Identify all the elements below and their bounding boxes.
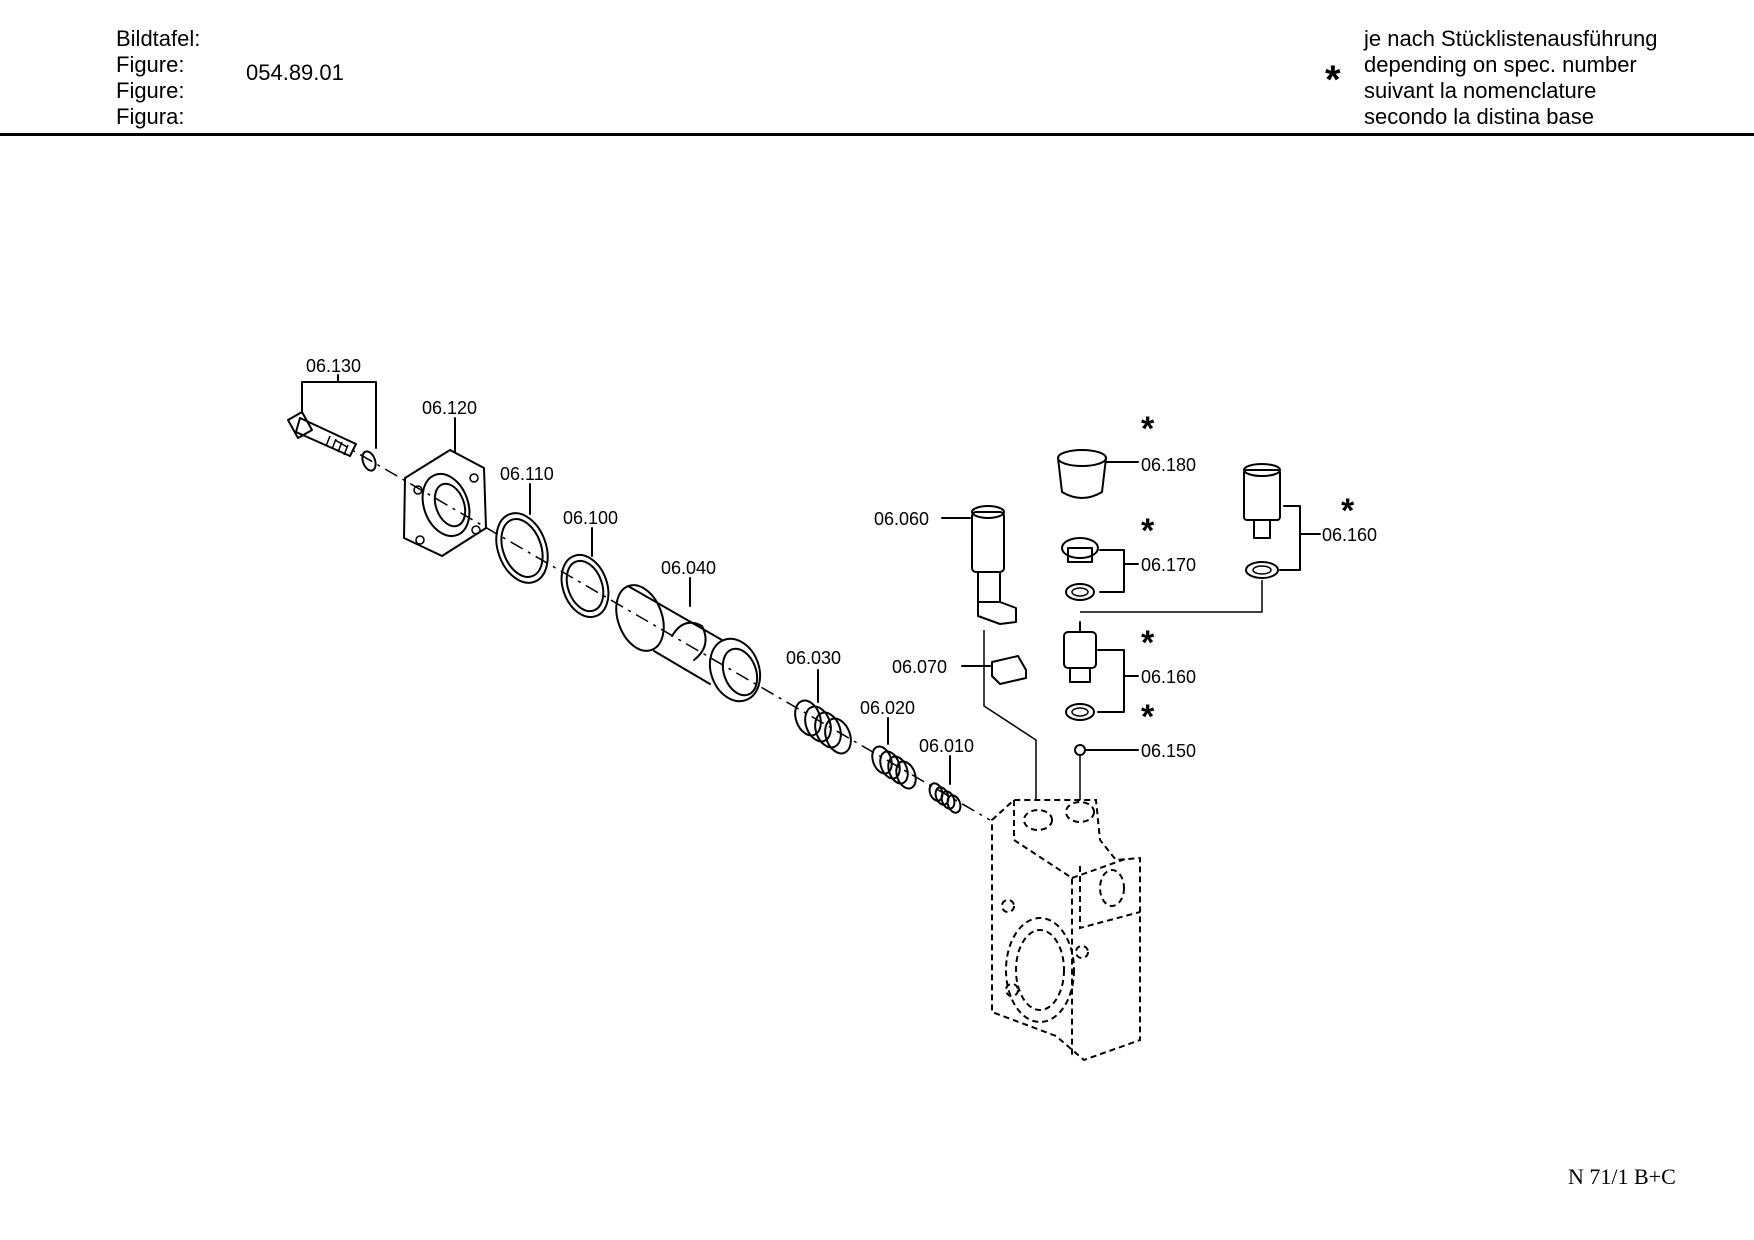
callout-06170: 06.170 xyxy=(1141,555,1196,575)
ball-06150-part xyxy=(1074,744,1086,756)
star-06170-icon: * xyxy=(1141,512,1155,550)
assembly-line-06160-right xyxy=(1080,580,1263,613)
callout-06020: 06.020 xyxy=(860,698,915,718)
callout-06060: 06.060 xyxy=(874,509,929,529)
note-line-en: depending on spec. number xyxy=(1364,52,1637,77)
plug-06170-part xyxy=(1061,537,1099,601)
callout-06130: 06.130 xyxy=(306,356,361,376)
valve-housing-part xyxy=(991,799,1141,1062)
o-ring-06100 xyxy=(560,554,610,618)
callout-06030: 06.030 xyxy=(786,648,841,668)
note-line-it: secondo la distina base xyxy=(1364,104,1594,129)
star-06150-icon: * xyxy=(1141,698,1155,736)
callout-06160-centre: 06.160 xyxy=(1141,667,1196,687)
callout-06180: 06.180 xyxy=(1141,455,1196,475)
callout-06100: 06.100 xyxy=(563,508,618,528)
leader-06160-centre xyxy=(1097,649,1125,713)
block-06070-part xyxy=(991,655,1027,685)
callout-06040: 06.040 xyxy=(661,558,716,578)
star-06180-icon: * xyxy=(1141,410,1155,448)
sensor-06160-right-part xyxy=(1243,463,1281,579)
flange-cover-part xyxy=(403,449,487,557)
note-line-fr: suivant la nomenclature xyxy=(1364,78,1597,103)
o-ring-06110 xyxy=(495,512,549,584)
header-rule xyxy=(0,133,1754,136)
figure-number: 054.89.01 xyxy=(246,60,344,85)
note-asterisk-icon: * xyxy=(1325,58,1341,102)
bolt-part xyxy=(287,411,357,457)
leader-06160-right xyxy=(1279,505,1301,571)
label-bildtafel: Bildtafel: xyxy=(116,26,201,51)
spring-06030-part xyxy=(794,699,852,755)
star-06160-right-icon: * xyxy=(1341,492,1355,530)
callout-06160-right: 06.160 xyxy=(1322,525,1377,545)
callout-06010: 06.010 xyxy=(919,736,974,756)
piston-part xyxy=(971,505,1017,625)
callout-06070: 06.070 xyxy=(892,657,947,677)
callout-06110: 06.110 xyxy=(500,464,554,484)
washer-part xyxy=(361,450,377,472)
callout-06120: 06.120 xyxy=(422,398,477,418)
label-figura: Figura: xyxy=(116,104,185,129)
leader-06170 xyxy=(1099,549,1125,593)
drawing-code: N 71/1 B+C xyxy=(1568,1164,1676,1189)
label-figure-fr: Figure: xyxy=(116,78,185,103)
star-06160-centre-icon: * xyxy=(1141,624,1155,662)
leader-06130 xyxy=(301,381,377,449)
label-figure-en: Figure: xyxy=(116,52,185,77)
spring-06010-part xyxy=(928,782,962,814)
switch-06160-centre-part xyxy=(1063,621,1097,721)
valve-sleeve-part xyxy=(615,584,762,703)
spring-06020-part xyxy=(871,745,917,790)
note-line-de: je nach Stücklistenausführung xyxy=(1364,26,1658,51)
assembly-line-06070 xyxy=(983,630,1037,800)
callout-06150: 06.150 xyxy=(1141,741,1196,761)
cap-06180-part xyxy=(1057,449,1107,499)
